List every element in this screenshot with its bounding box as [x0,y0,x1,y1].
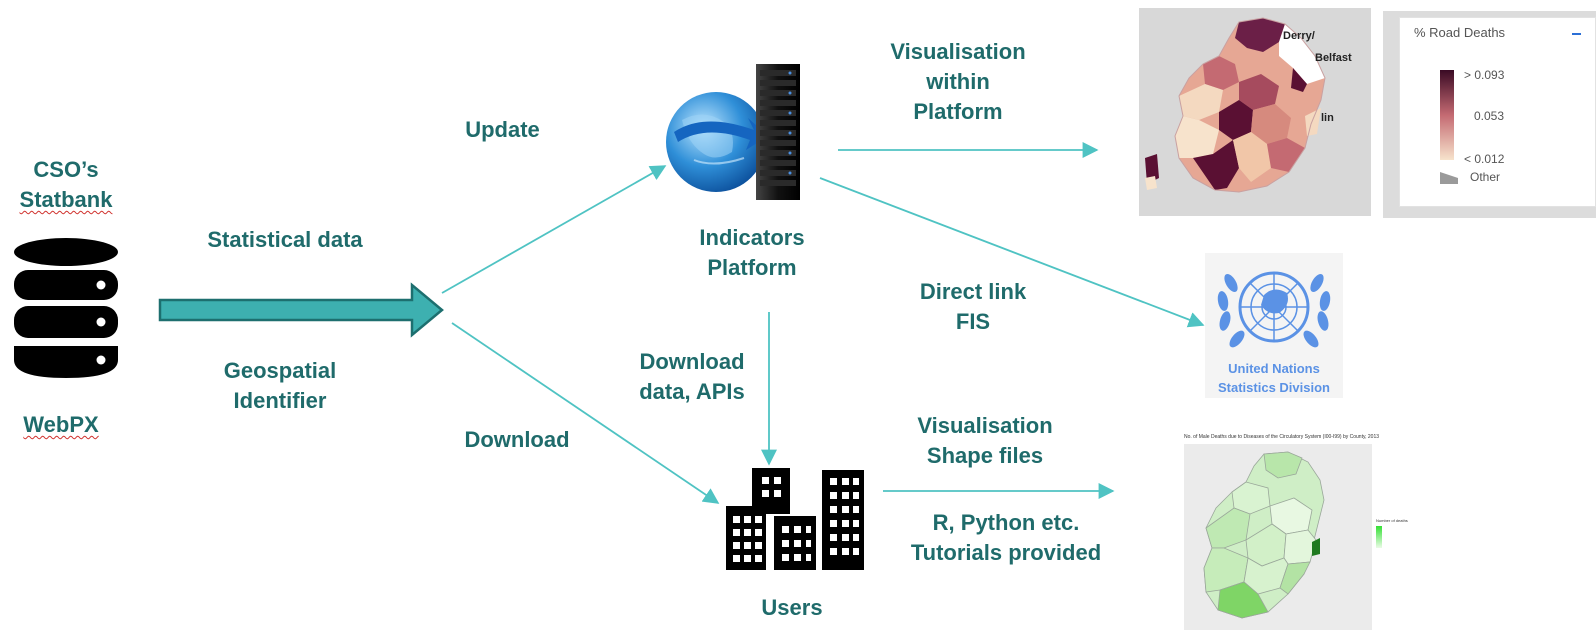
legend-low: < 0.012 [1464,152,1505,166]
green-map-plot [1184,444,1372,630]
un-line2: Statistics Division [1218,380,1330,395]
statistical-data-label: Statistical data [207,227,363,252]
update-arrow [441,165,667,294]
statbank-title-line1: CSO’s [33,157,99,182]
direct-link-line1: Direct link [919,279,1027,304]
vis-platform-line2: within [926,69,990,94]
thick-arrow [158,282,444,338]
statbank-title-line2: Statbank [19,187,113,212]
tutorials-line2: Tutorials provided [910,540,1102,565]
tutorials-label: R, Python etc. Tutorials provided [882,508,1130,568]
direct-link-label: Direct link FIS [888,277,1058,337]
map-label-belfast: Belfast [1315,52,1352,64]
green-ireland-map [1203,451,1325,619]
legend-gradient [1440,70,1454,160]
legend-box: % Road Deaths > 0.093 0.053 < 0.012 Othe… [1399,17,1596,207]
legend-title: % Road Deaths [1414,25,1506,40]
un-statistics-logo: United Nations Statistics Division [1205,253,1343,398]
direct-link-line2: FIS [955,309,991,334]
platform-line2: Platform [707,255,797,280]
geospatial-line2: Identifier [233,388,327,413]
green-deaths-map: No. of Male Deaths due to Diseases of th… [1180,434,1416,630]
ireland-choropleth-map [1145,17,1326,193]
legend-mid: 0.053 [1474,109,1505,123]
un-logo-text: United Nations Statistics Division [1205,359,1343,397]
un-line1: United Nations [1228,361,1320,376]
legend-other: Other [1470,170,1501,184]
direct-link-arrow [819,177,1205,328]
vis-platform-line1: Visualisation [890,39,1026,64]
buildings-icon [726,468,864,570]
vis-platform-line3: Platform [913,99,1003,124]
webpx-text: WebPX [23,412,99,437]
indicators-platform-label: Indicators Platform [672,223,832,283]
green-legend-gradient [1376,526,1382,548]
legend-high: > 0.093 [1464,68,1505,82]
map-label-derry: Derry/ [1283,30,1315,42]
vis-shape-line1: Visualisation [917,413,1053,438]
download-label: Download [464,427,570,452]
collapse-icon[interactable] [1572,33,1581,35]
platform-line1: Indicators [699,225,805,250]
tutorials-line1: R, Python etc. [932,510,1080,535]
visualisation-shape-label: Visualisation Shape files [895,411,1075,471]
users-label: Users [761,595,823,620]
geospatial-line1: Geospatial [223,358,337,383]
green-map-title: No. of Male Deaths due to Diseases of th… [1184,434,1379,440]
download-arrow [451,322,720,504]
road-deaths-map: Derry/ Belfast lin [1139,8,1371,216]
road-deaths-legend: % Road Deaths > 0.093 0.053 < 0.012 Othe… [1383,11,1596,218]
download-apis-line2: data, APIs [639,379,745,404]
un-emblem-icon [1217,271,1331,348]
webpx-label: WebPX [0,410,122,440]
green-legend-title: Number of deaths [1376,518,1408,523]
map-label-dublin: lin [1321,112,1334,124]
vis-shape-line2: Shape files [926,443,1044,468]
update-label: Update [465,117,540,142]
download-apis-line1: Download [639,349,745,374]
server-globe-icon [666,64,800,200]
statbank-label: CSO’s Statbank [0,155,132,215]
database-icon [14,238,118,378]
visualisation-platform-label: Visualisation within Platform [868,37,1048,127]
geospatial-identifier-label: Geospatial Identifier [180,356,380,416]
download-apis-label: Download data, APIs [617,347,767,407]
other-swatch [1440,172,1458,184]
